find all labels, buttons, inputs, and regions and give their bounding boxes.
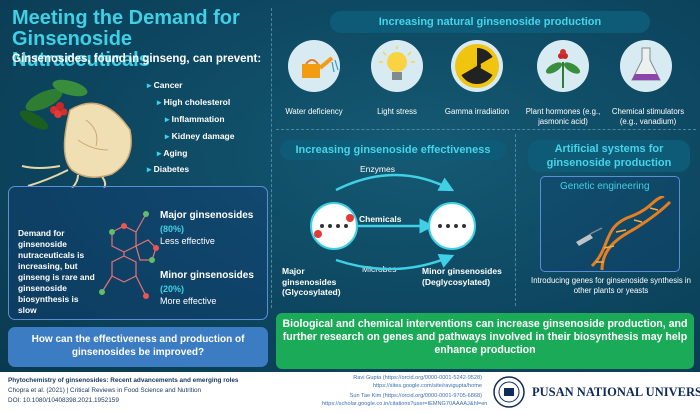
subtitle: Ginsenosides, found in ginseng, can prev… xyxy=(12,53,262,65)
natural-item-label: Gamma irradiation xyxy=(444,107,510,116)
page-title: Meeting the Demand for Ginsenoside Nutra… xyxy=(12,7,240,71)
genetic-engineering-label: Genetic engineering xyxy=(560,181,650,192)
condition-inflammation: Inflammation xyxy=(165,114,225,125)
plant-icon xyxy=(537,40,589,92)
natural-production-heading: Increasing natural ginsenoside productio… xyxy=(330,11,650,33)
credit-sun-tae-kim-url[interactable]: https://scholar.google.co.in/citations?u… xyxy=(322,401,488,407)
question-box: How can the effectiveness and production… xyxy=(8,327,268,367)
genetic-engineering-box xyxy=(540,176,680,272)
credit-ravi-gupta[interactable]: Ravi Gupta (https://orcid.org/0000-0001-… xyxy=(353,375,482,381)
artificial-systems-heading: Artificial systems for ginsenoside produ… xyxy=(528,140,690,172)
chemicals-label: Chemicals xyxy=(359,214,402,224)
major-ginsenosides-label: Major ginsenosides xyxy=(160,210,254,221)
minor-ginsenosides-percent: (20%) xyxy=(160,284,185,294)
ginseng-root-illustration xyxy=(19,79,132,188)
major-glycosylated-label: Major ginsenosides (Glycosylated) xyxy=(282,266,341,297)
condition-cancer: Cancer xyxy=(147,80,183,91)
dna-helix-illustration xyxy=(576,196,672,270)
minor-ginsenosides-label: Minor ginsenosides xyxy=(160,270,254,281)
condition-diabetes: Diabetes xyxy=(147,164,189,175)
enzymes-label: Enzymes xyxy=(360,164,395,174)
minor-ginsenosides-effect: More effective xyxy=(160,296,217,306)
minor-deglycosylated-label: Minor ginsenosides (Deglycosylated) xyxy=(422,266,502,287)
natural-item-label: Plant hormones (e.g., jasmonic acid) xyxy=(525,107,601,126)
condition-aging: Aging xyxy=(157,148,187,159)
minor-ginsenoside-molecule xyxy=(428,202,476,250)
credit-ravi-gupta-url[interactable]: https://sites.google.com/site/ravigupta/… xyxy=(372,383,482,389)
major-ginsenosides-percent: (80%) xyxy=(160,224,185,234)
radiation-icon xyxy=(451,40,503,92)
paper-title: Phytochemistry of ginsenosides: Recent a… xyxy=(8,377,239,384)
divider-vertical-right xyxy=(515,134,516,306)
divider-horizontal xyxy=(276,129,696,130)
demand-text: Demand for ginsenoside nutraceuticals is… xyxy=(18,228,95,315)
natural-item-label: Chemical stimulators (e.g., vanadium) xyxy=(611,107,685,126)
light-bulb-icon xyxy=(371,40,423,92)
natural-item-label: Water deficiency xyxy=(285,107,343,116)
conversion-arrows xyxy=(335,173,455,270)
university-seal-logo xyxy=(493,376,525,408)
effectiveness-heading: Increasing ginsenoside effectiveness xyxy=(280,140,506,160)
footer: Phytochemistry of ginsenosides: Recent a… xyxy=(0,372,700,413)
major-ginsenoside-molecule xyxy=(310,202,358,250)
conclusion-box: Biological and chemical interventions ca… xyxy=(276,313,694,369)
flask-icon xyxy=(620,40,672,92)
genetic-engineering-caption: Introducing genes for ginsenoside synthe… xyxy=(531,276,691,295)
infographic-main: Meeting the Demand for Ginsenoside Nutra… xyxy=(0,0,700,372)
condition-kidney-damage: Kidney damage xyxy=(165,131,235,142)
watering-can-icon xyxy=(288,40,340,92)
divider-vertical xyxy=(271,8,272,308)
condition-high-cholesterol: High cholesterol xyxy=(157,97,231,108)
major-ginsenosides-effect: Less effective xyxy=(160,236,215,246)
paper-authors: Chopra et al. (2021) | Critical Reviews … xyxy=(8,387,202,394)
paper-doi: DOI: 10.1080/10408398.2021.1952159 xyxy=(8,397,119,404)
credit-sun-tae-kim[interactable]: Sun Tae Kim (https://orcid.org/0000-0001… xyxy=(349,393,482,399)
university-name: PUSAN NATIONAL UNIVERSITY xyxy=(532,385,700,399)
molecule-structure-illustration xyxy=(99,211,159,299)
natural-item-label: Light stress xyxy=(377,107,417,116)
